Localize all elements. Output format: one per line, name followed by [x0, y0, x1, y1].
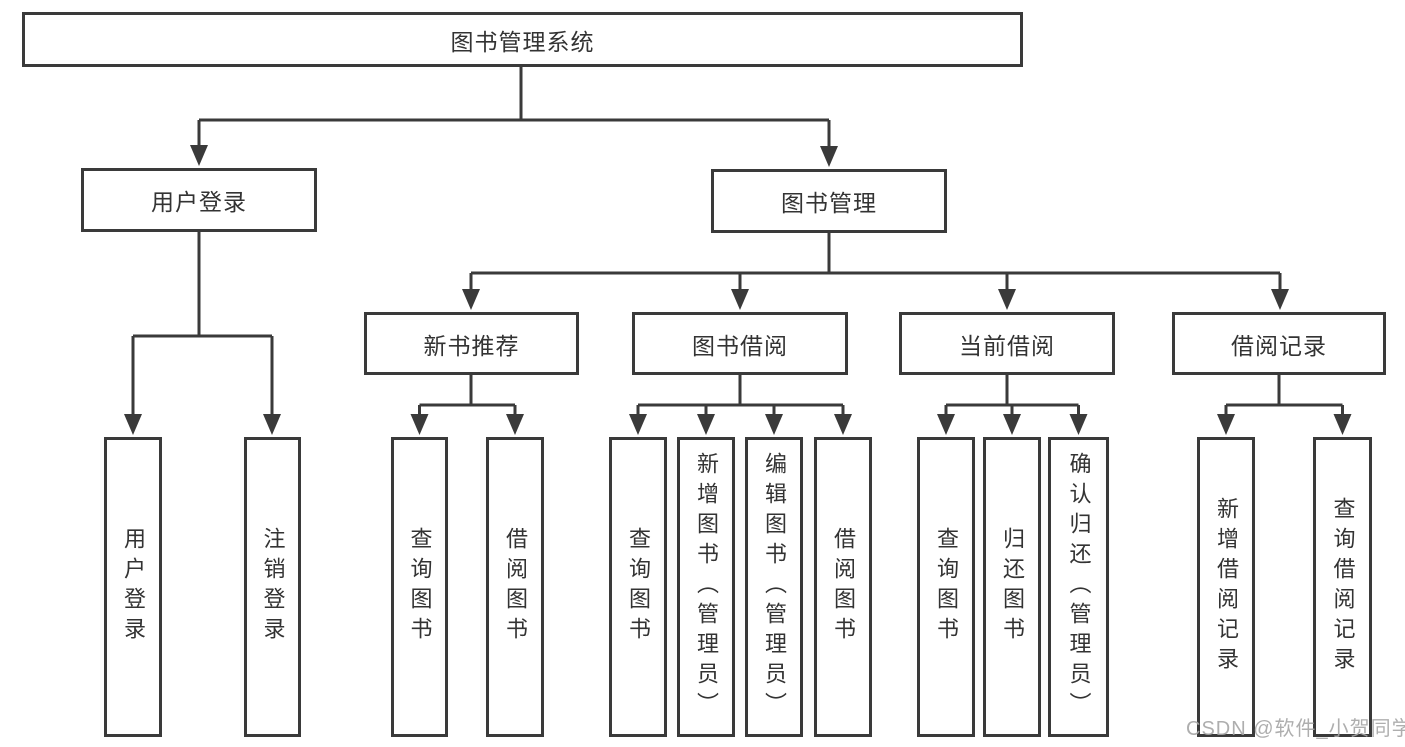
node-new-book-recommend: 新书推荐 [364, 312, 579, 375]
leaf-borrow-books: 借阅图书 [814, 437, 872, 737]
node-label: 查询借阅记录 [1330, 497, 1356, 677]
node-borrow-records: 借阅记录 [1172, 312, 1386, 375]
node-label: 归还图书 [1000, 527, 1025, 647]
leaf-logout: 注销登录 [244, 437, 301, 737]
leaf-query-borrow-record: 查询借阅记录 [1313, 437, 1372, 737]
node-current-borrow: 当前借阅 [899, 312, 1115, 375]
node-label: 注销登录 [260, 527, 286, 647]
node-book-management: 图书管理 [711, 169, 947, 233]
node-label: 图书管理 [781, 190, 877, 216]
leaf-query-books-current: 查询图书 [917, 437, 975, 737]
node-label: 新书推荐 [423, 332, 520, 359]
node-label: 新增借阅记录 [1214, 497, 1239, 677]
node-label: 查询图书 [407, 527, 433, 647]
node-label: 新增图书（管理员） [694, 452, 719, 722]
leaf-return-books: 归还图书 [983, 437, 1041, 737]
leaf-query-books-recommend: 查询图书 [391, 437, 448, 737]
node-label: 用户登录 [121, 527, 146, 647]
leaf-user-login: 用户登录 [104, 437, 162, 737]
arrowheads [124, 120, 1352, 435]
node-label: 图书管理系统 [450, 28, 595, 55]
node-label: 查询图书 [626, 527, 651, 647]
leaf-borrow-books-recommend: 借阅图书 [486, 437, 544, 737]
node-label: 查询图书 [934, 527, 959, 647]
leaf-edit-books-admin: 编辑图书（管理员） [745, 437, 803, 737]
node-user-login: 用户登录 [81, 168, 317, 232]
node-label: 借阅记录 [1231, 332, 1327, 359]
node-label: 当前借阅 [959, 332, 1055, 359]
node-book-borrow: 图书借阅 [632, 312, 848, 375]
leaf-confirm-return-admin: 确认归还（管理员） [1048, 437, 1109, 737]
leaf-query-books-borrow: 查询图书 [609, 437, 667, 737]
node-label: 图书借阅 [692, 332, 788, 359]
csdn-watermark: CSDN @软件_小贺同学 [1186, 718, 1405, 740]
leaf-add-borrow-record: 新增借阅记录 [1197, 437, 1255, 737]
node-label: 借阅图书 [503, 527, 528, 647]
node-library-management-system: 图书管理系统 [22, 12, 1023, 67]
node-label: 编辑图书（管理员） [762, 452, 787, 722]
tree-branch-lines [133, 67, 1343, 407]
node-label: 确认归还（管理员） [1066, 452, 1092, 722]
leaf-add-books-admin: 新增图书（管理员） [677, 437, 735, 737]
node-label: 用户登录 [151, 189, 247, 215]
node-label: 借阅图书 [831, 527, 856, 647]
